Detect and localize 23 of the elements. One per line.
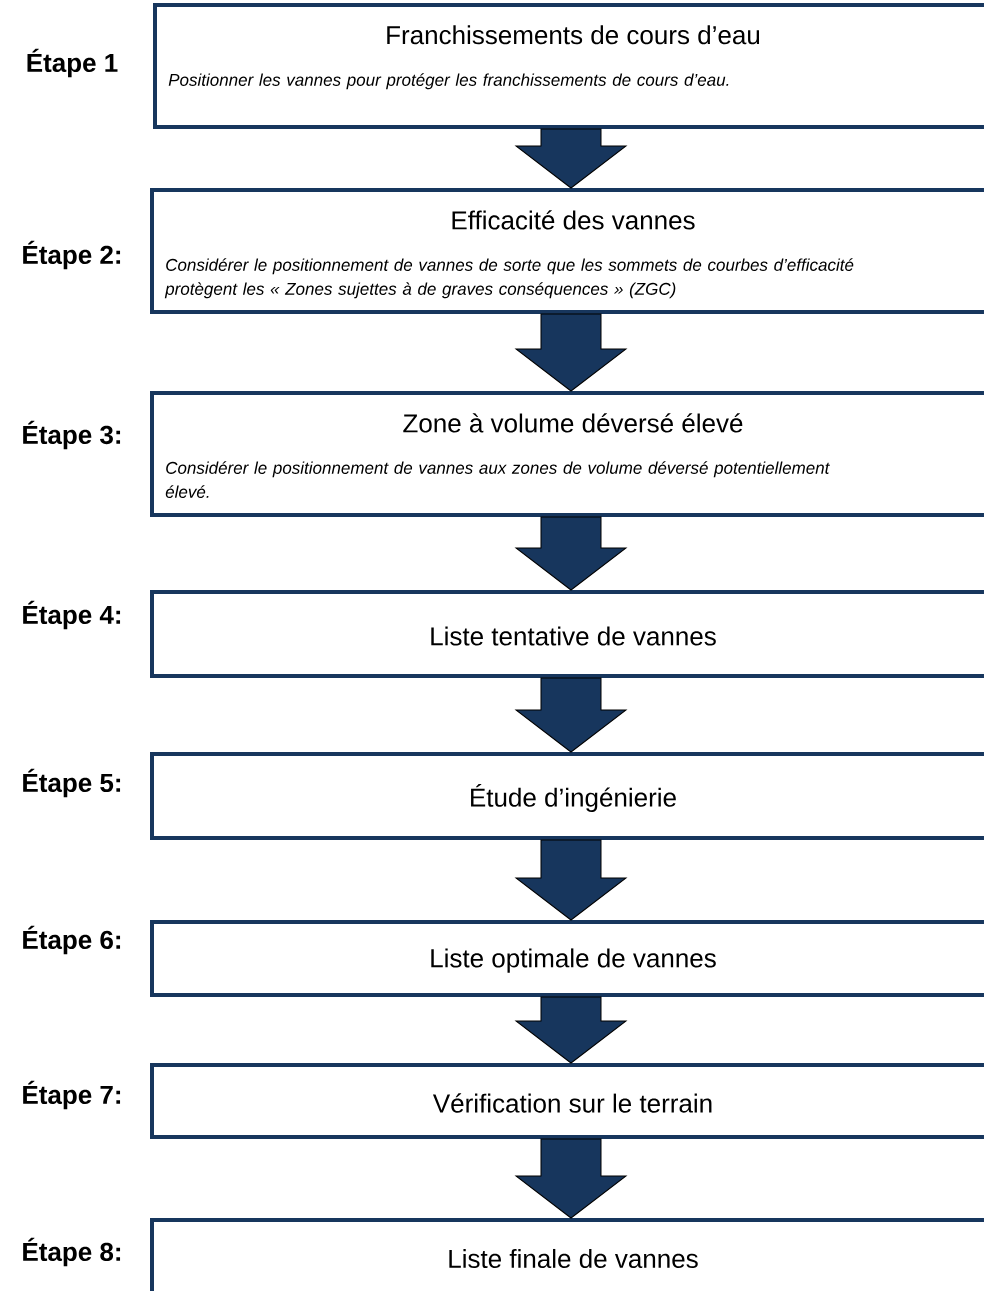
block-arrow [515,839,627,921]
block-arrow [515,516,627,591]
step-label: Étape 3: [23,420,121,450]
step-label: Étape 6: [23,925,121,955]
process-box: Zone à volume déversé élevé Considérer le positionnement de vannes aux zones de volume déversé potentiellement élevé. [150,391,984,517]
process-box: Vérification sur le terrain [150,1063,984,1139]
process-box: Liste optimale de vannes [150,920,984,997]
step-label: Étape 7: [23,1080,121,1110]
step-label: Étape 2: [23,240,121,270]
block-arrow [515,128,627,189]
step-label: Étape 1 [27,48,118,78]
process-box: Liste tentative de vannes [150,590,984,678]
step-label: Étape 5: [23,768,121,798]
process-box: Étude d’ingénierie [150,752,984,840]
process-box: Franchissements de cours d’eau Positionner les vannes pour protéger les franchissements de cours d’eau. [153,3,984,129]
step-label: Étape 8: [23,1237,121,1267]
process-box: Liste finale de vannes [150,1218,984,1291]
block-arrow [515,677,627,753]
step-label: Étape 4: [23,600,121,630]
block-arrow [515,996,627,1064]
block-arrow [515,313,627,392]
process-box: Efficacité des vannes Considérer le positionnement de vannes de sorte que les sommets de courbes d’efficacité protègent les « Zones sujettes à de graves conséquences » (ZGC) [150,188,984,314]
block-arrow [515,1138,627,1219]
